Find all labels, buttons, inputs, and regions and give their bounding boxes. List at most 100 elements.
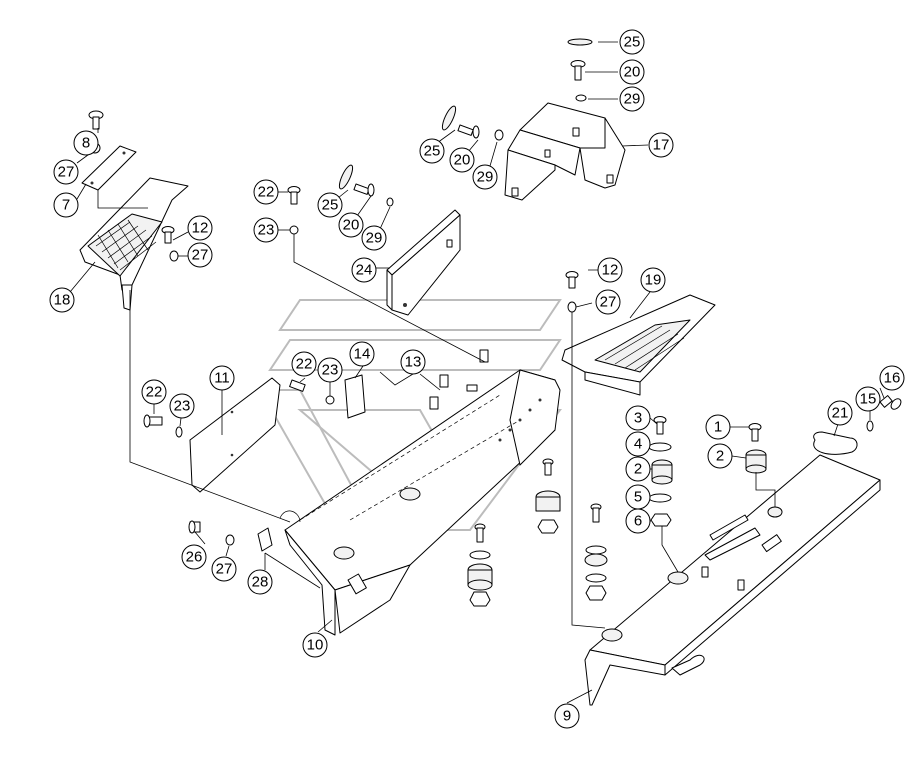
part-14-bracket <box>344 374 366 419</box>
part-26-bolt <box>188 520 201 534</box>
part-23-plug-b <box>325 395 335 405</box>
callout-c21: 21 <box>827 400 853 426</box>
svg-text:20: 20 <box>343 217 360 234</box>
callout-c7: 7 <box>53 192 79 218</box>
part-25-grommet-c <box>338 164 354 190</box>
svg-text:2: 2 <box>634 461 642 478</box>
svg-text:22: 22 <box>258 184 275 201</box>
svg-text:12: 12 <box>602 262 619 279</box>
svg-text:6: 6 <box>634 513 642 530</box>
callout-c4: 4 <box>625 431 651 457</box>
svg-text:22: 22 <box>146 384 163 401</box>
callout-c27d: 27 <box>211 556 237 582</box>
svg-text:17: 17 <box>653 137 670 154</box>
callout-c9: 9 <box>554 703 580 729</box>
svg-text:14: 14 <box>354 346 371 363</box>
part-19-right-step <box>561 294 716 396</box>
svg-text:25: 25 <box>624 34 641 51</box>
callout-c29a: 29 <box>619 86 645 112</box>
callout-c28: 28 <box>247 569 273 595</box>
part-29-washer-b <box>494 129 504 141</box>
svg-text:26: 26 <box>186 549 203 566</box>
part-4-washer <box>648 442 672 452</box>
callout-c10: 10 <box>302 632 328 658</box>
part-2-bushing-a <box>651 459 673 485</box>
part-24-bracket <box>386 209 461 316</box>
svg-text:27: 27 <box>600 294 617 311</box>
svg-text:29: 29 <box>366 230 383 247</box>
part-6-nut <box>650 513 672 527</box>
svg-text:25: 25 <box>322 197 339 214</box>
svg-text:27: 27 <box>216 561 233 578</box>
part-29-washer-c <box>386 197 394 207</box>
callout-c16: 16 <box>879 365 905 391</box>
part-9-rear-frame <box>584 454 881 706</box>
part-22-bolt-a <box>287 186 301 205</box>
callout-c29c: 29 <box>361 225 387 251</box>
svg-text:18: 18 <box>54 292 71 309</box>
callout-c11: 11 <box>209 365 235 391</box>
svg-text:8: 8 <box>82 135 90 152</box>
part-8-bolt <box>88 110 104 130</box>
callout-c3: 3 <box>625 405 651 431</box>
svg-text:3: 3 <box>634 410 642 427</box>
callout-c5: 5 <box>625 484 651 510</box>
callout-c17: 17 <box>648 132 674 158</box>
svg-text:23: 23 <box>174 398 191 415</box>
callout-c12a: 12 <box>187 215 213 241</box>
callout-c22a: 22 <box>253 179 279 205</box>
callout-c12b: 12 <box>597 257 623 283</box>
part-10-main-frame <box>279 369 561 636</box>
svg-text:21: 21 <box>832 405 849 422</box>
part-28-plate <box>257 527 273 552</box>
callout-c2a: 2 <box>625 456 651 482</box>
part-3-bolt <box>653 416 667 435</box>
svg-text:20: 20 <box>454 152 471 169</box>
part-25-cap-a <box>567 38 593 46</box>
svg-text:13: 13 <box>405 354 422 371</box>
svg-text:25: 25 <box>424 143 441 160</box>
svg-text:23: 23 <box>258 222 275 239</box>
callout-c20c: 20 <box>338 212 364 238</box>
callout-c23c: 23 <box>169 393 195 419</box>
part-2-bushing-b <box>745 449 767 474</box>
callout-c23a: 23 <box>253 217 279 243</box>
part-27-washer-c <box>567 301 577 313</box>
callout-c27a: 27 <box>53 159 79 185</box>
callout-c25b: 25 <box>419 138 445 164</box>
svg-text:19: 19 <box>645 272 662 289</box>
callout-c27b: 27 <box>187 242 213 268</box>
callout-c13: 13 <box>400 349 426 375</box>
callout-c23b: 23 <box>317 357 343 383</box>
callout-c15: 15 <box>855 386 881 412</box>
callout-c22c: 22 <box>141 379 167 405</box>
svg-text:29: 29 <box>477 169 494 186</box>
part-20-bolt-a <box>570 60 586 81</box>
mount-stack-center <box>467 458 608 607</box>
svg-text:5: 5 <box>634 489 642 506</box>
part-20-bolt-c <box>353 183 375 197</box>
part-1-bolt <box>748 423 762 442</box>
callout-c19: 19 <box>640 267 666 293</box>
part-5-washer <box>648 493 672 503</box>
callout-c29b: 29 <box>472 164 498 190</box>
svg-text:28: 28 <box>252 574 269 591</box>
part-27-washer-b <box>169 250 179 262</box>
svg-text:27: 27 <box>192 247 209 264</box>
svg-text:29: 29 <box>624 91 641 108</box>
callout-c25a: 25 <box>619 29 645 55</box>
svg-text:20: 20 <box>624 64 641 81</box>
callout-c22b: 22 <box>291 351 317 377</box>
part-11-side-panel <box>189 377 281 493</box>
part-29-washer-a <box>575 94 587 102</box>
svg-text:4: 4 <box>634 436 642 453</box>
callout-c24: 24 <box>351 257 377 283</box>
callout-c8: 8 <box>73 130 99 156</box>
part-12-bolt-a <box>161 226 175 244</box>
svg-text:2: 2 <box>716 448 724 465</box>
callout-c20a: 20 <box>619 59 645 85</box>
callout-c25c: 25 <box>317 192 343 218</box>
part-22-bolt-c <box>143 414 163 428</box>
svg-text:15: 15 <box>860 391 877 408</box>
